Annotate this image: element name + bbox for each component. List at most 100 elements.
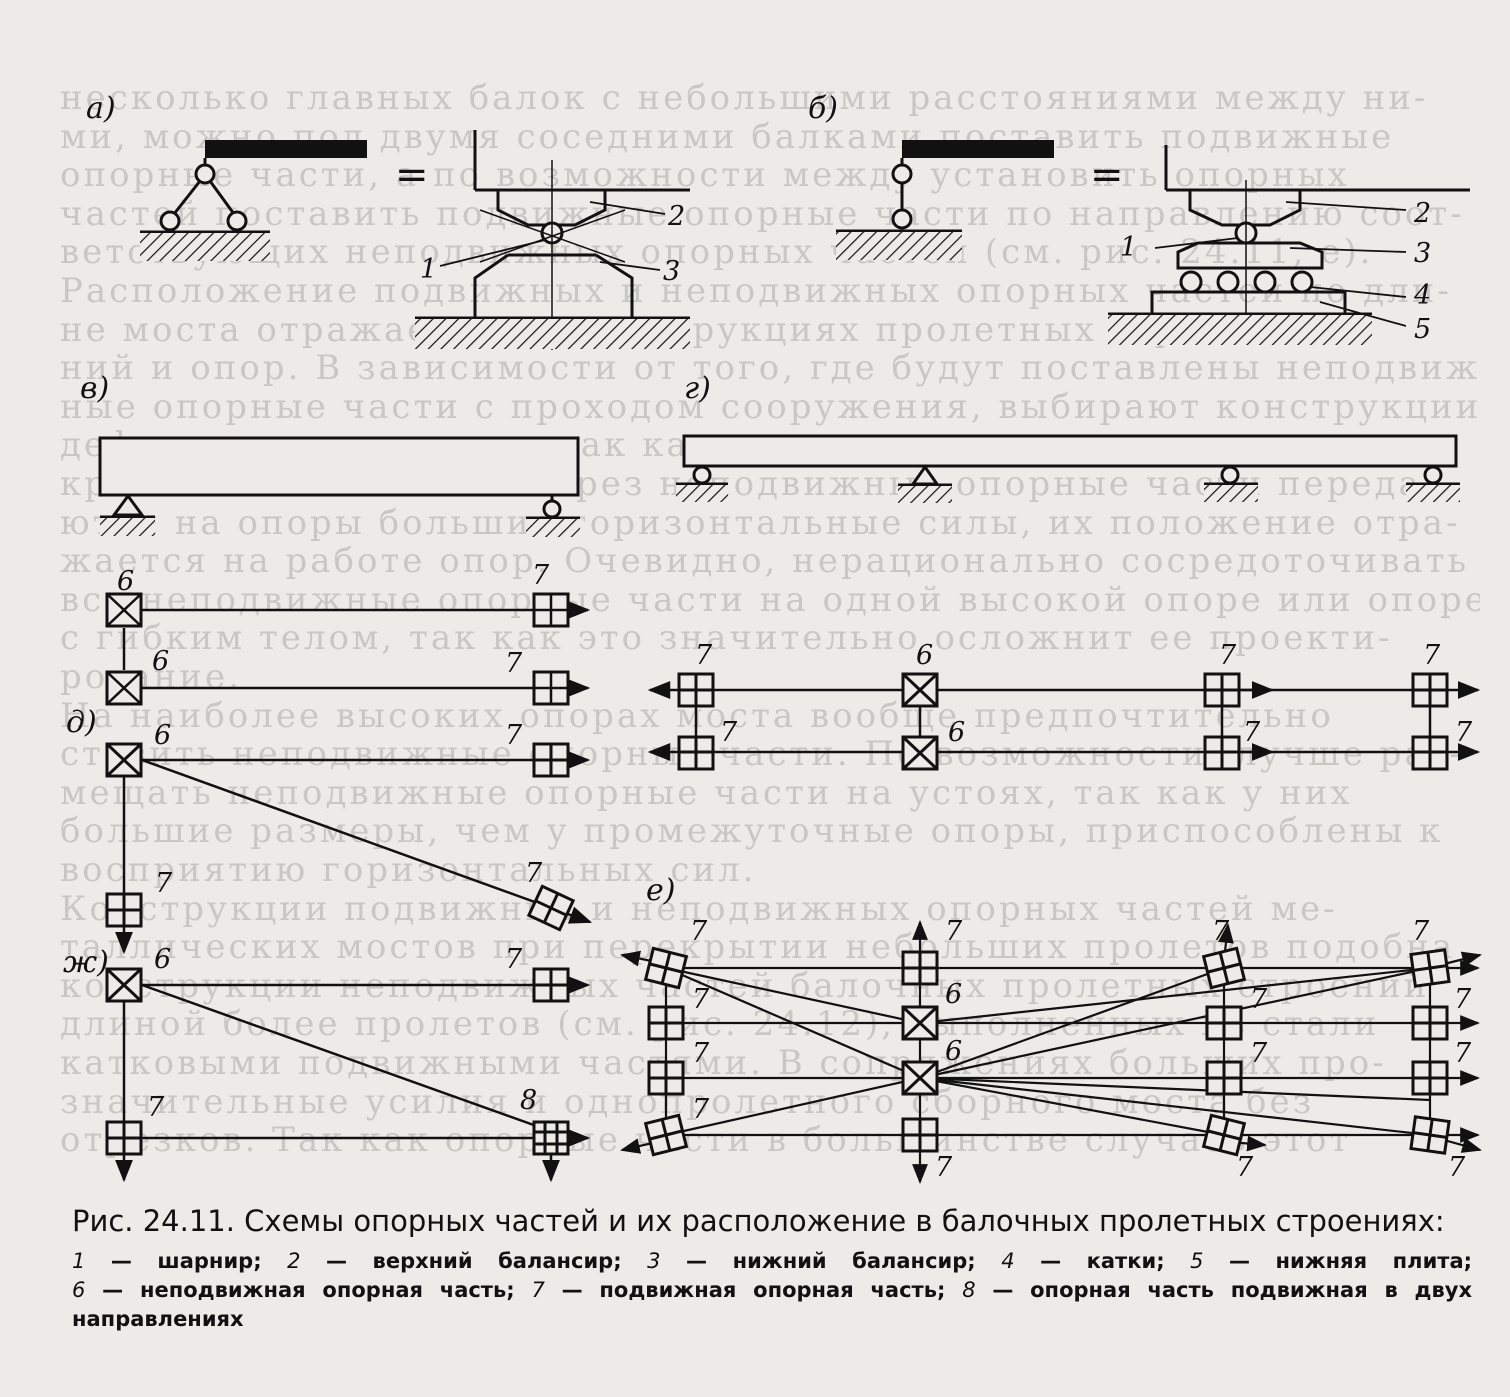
panel-b-movable-bearing-scheme: б) = [808,91,1470,345]
label-3-a: 3 [663,256,680,287]
label-6: 6 [154,944,171,975]
legend-item: 1 — шарнир; [72,1249,262,1273]
label-6: 6 [948,717,965,748]
equals-sign-b: = [1090,152,1124,198]
fixed-bearing-symbol [105,670,143,706]
panel-e-label: е) [646,873,675,908]
fixed-bearing-symbol [105,592,143,628]
label-7: 7 [1236,1152,1254,1183]
label-7: 7 [692,984,710,1015]
legend-text: — шарнир; [85,1249,262,1273]
label-7: 7 [147,1092,165,1123]
panel-v-simple-beam: в) [80,371,580,537]
beam-symbol [205,140,367,158]
legend-text: — подвижная опорная часть; [544,1278,946,1302]
label-7: 7 [695,640,713,671]
legend-item: 2 — верхний балансир; [287,1249,622,1273]
label-6: 6 [117,566,134,597]
plan-simple-span: 6 6 7 7 [105,560,591,706]
bearing-schemes-figure: а) = [63,91,1482,1184]
label-7: 7 [1455,717,1473,748]
panel-e-plan: е) [620,873,1482,1184]
label-7: 7 [1412,916,1430,947]
caption-title: Рис. 24.11. Схемы опорных частей и их ра… [72,1204,1445,1238]
legend-text: — опорная часть подвижная в двух направл… [72,1278,1473,1331]
legend-text: — неподвижная опорная часть; [85,1278,515,1302]
hinge-symbol [194,163,216,185]
legend-number: 8 [962,1278,976,1302]
label-7: 7 [945,916,963,947]
label-7: 7 [1212,916,1230,947]
label-6: 6 [916,640,933,671]
label-7: 7 [505,944,523,975]
label-7: 7 [155,868,173,899]
roller [1290,270,1314,294]
label-6: 6 [945,979,962,1010]
legend-number: 2 [287,1249,301,1273]
legend-text: — нижний балансир; [660,1249,976,1273]
panel-g-continuous-beam: г) [676,371,1460,503]
label-7: 7 [525,858,543,889]
label-8: 8 [520,1085,537,1116]
legend-text: — катки; [1014,1249,1165,1273]
label-1-b: 1 [1120,232,1137,263]
movable-bearing-symbol [532,670,570,706]
legend-item: 7 — подвижная опорная часть; [531,1278,945,1302]
legend-number: 5 [1190,1249,1204,1273]
panel-v-label: в) [80,371,109,406]
label-7: 7 [1250,1038,1268,1069]
panel-zh-plan: ж) 6 7 7 8 [63,944,591,1183]
panel-b-label: б) [808,91,838,126]
panel-zh-label: ж) [63,945,109,980]
label-2-a: 2 [667,201,685,232]
label-7: 7 [1219,640,1237,671]
label-7: 7 [1243,717,1261,748]
label-7: 7 [1423,640,1441,671]
label-7: 7 [692,1038,710,1069]
label-7: 7 [1448,1152,1466,1183]
legend-number: 4 [1001,1249,1015,1273]
label-1-a: 1 [420,254,437,285]
panel-g-label: г) [684,371,711,406]
label-7: 7 [1250,984,1268,1015]
legend-text: — нижняя плита; [1203,1249,1473,1273]
legend-number: 1 [72,1249,86,1273]
balancer-drawing-b: 2 1 3 4 5 [1108,145,1470,345]
label-7: 7 [692,1094,710,1125]
legend-item: 6 — неподвижная опорная часть; [72,1278,515,1302]
roller [1253,270,1277,294]
label-7: 7 [935,1152,953,1183]
legend-text: — верхний балансир; [300,1249,622,1273]
legend-item: 4 — катки; [1001,1249,1164,1273]
roller [1179,270,1203,294]
legend-item: 8 — опорная часть подвижная в двух напра… [72,1278,1472,1331]
plan-continuous-span: 7 7 6 6 7 7 7 7 [647,640,1481,771]
panel-a-fixed-bearing-scheme: а) = [86,91,690,350]
label-7: 7 [720,717,738,748]
label-6: 6 [154,720,171,751]
roller [1216,270,1240,294]
label-6: 6 [945,1036,962,1067]
panel-d-label: д) [66,705,97,740]
panel-a-label: а) [86,91,116,126]
caption-legend: 1 — шарнир; 2 — верхний балансир; 3 — ни… [72,1247,1472,1334]
legend-number: 7 [531,1278,545,1302]
figure-caption: Рис. 24.11. Схемы опорных частей и их ра… [72,1203,1472,1334]
label-7: 7 [1454,1038,1472,1069]
equals-sign-a: = [395,152,429,198]
legend-item: 5 — нижняя плита; [1190,1249,1472,1273]
movable-bearing-symbol [532,592,570,628]
ground-hatch [140,233,270,261]
label-3-b: 3 [1414,238,1431,269]
label-2-b: 2 [1413,198,1431,229]
label-7: 7 [690,916,708,947]
label-7: 7 [532,560,550,591]
label-5-b: 5 [1414,314,1431,345]
label-4-b: 4 [1413,280,1431,311]
legend-item: 3 — нижний балансир; [647,1249,976,1273]
label-7: 7 [1454,984,1472,1015]
panel-d-plan: д) 6 7 7 7 [66,705,593,955]
label-7: 7 [505,648,523,679]
legend-number: 3 [647,1249,661,1273]
